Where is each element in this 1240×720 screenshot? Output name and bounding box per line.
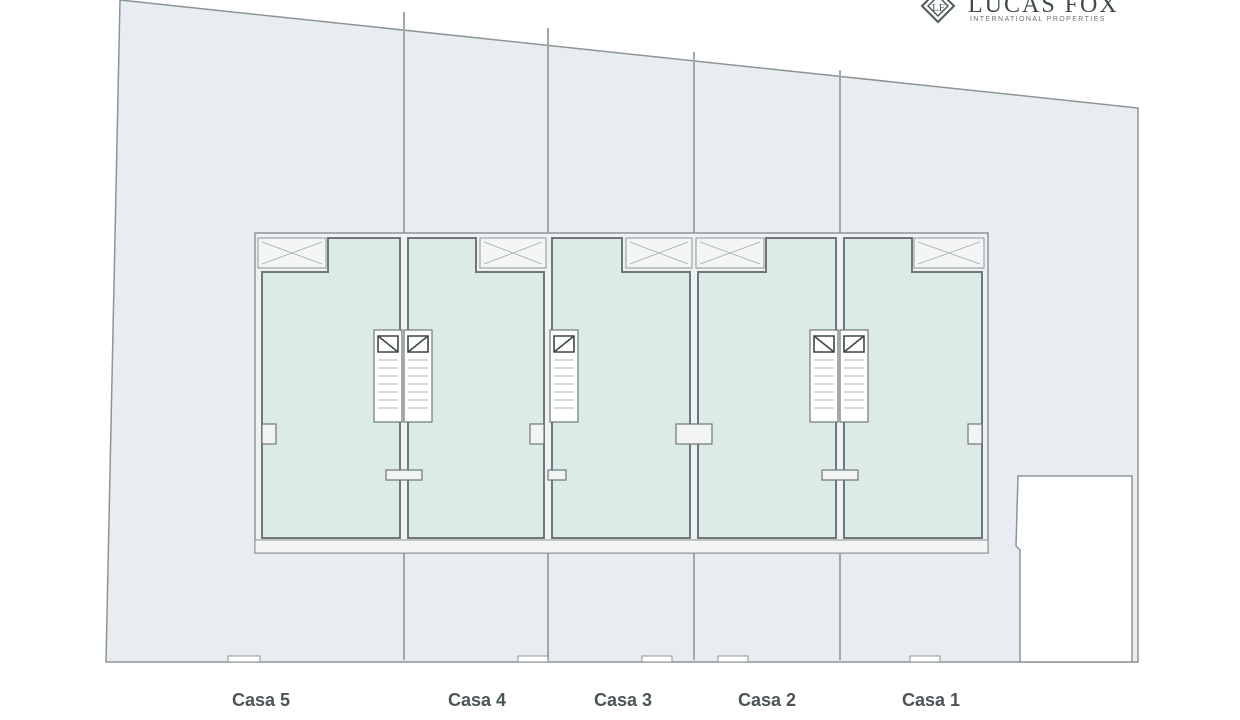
rear-terrace-strip [254, 539, 989, 554]
house-label-casa-1: Casa 1 [901, 690, 961, 710]
house-label-casa-4: Casa 4 [447, 690, 507, 710]
balcony-crosses [261, 241, 981, 265]
svg-text:LF: LF [932, 2, 945, 14]
annex-structure [1015, 475, 1133, 663]
house-3-interior [551, 237, 691, 539]
house-label-casa-2: Casa 2 [737, 690, 797, 710]
house-1-interior [843, 237, 983, 539]
logo-name: LUCAS FOX [968, 0, 1119, 18]
house-2-interior [697, 237, 837, 539]
stair-top-marks [377, 335, 865, 353]
house-label-casa-5: Casa 5 [231, 690, 291, 710]
house-5-interior [261, 237, 401, 539]
logo-emblem-icon: LF [920, 0, 956, 24]
columns [261, 423, 983, 481]
company-logo: LF LUCAS FOX INTERNATIONAL PROPERTIES [918, 0, 1138, 34]
stair-treads [378, 359, 864, 409]
house-label-casa-3: Casa 3 [593, 690, 653, 710]
house-4-interior [407, 237, 545, 539]
logo-subtitle: INTERNATIONAL PROPERTIES [970, 16, 1106, 23]
house-interiors [261, 237, 983, 539]
entrance-gates [227, 655, 941, 663]
